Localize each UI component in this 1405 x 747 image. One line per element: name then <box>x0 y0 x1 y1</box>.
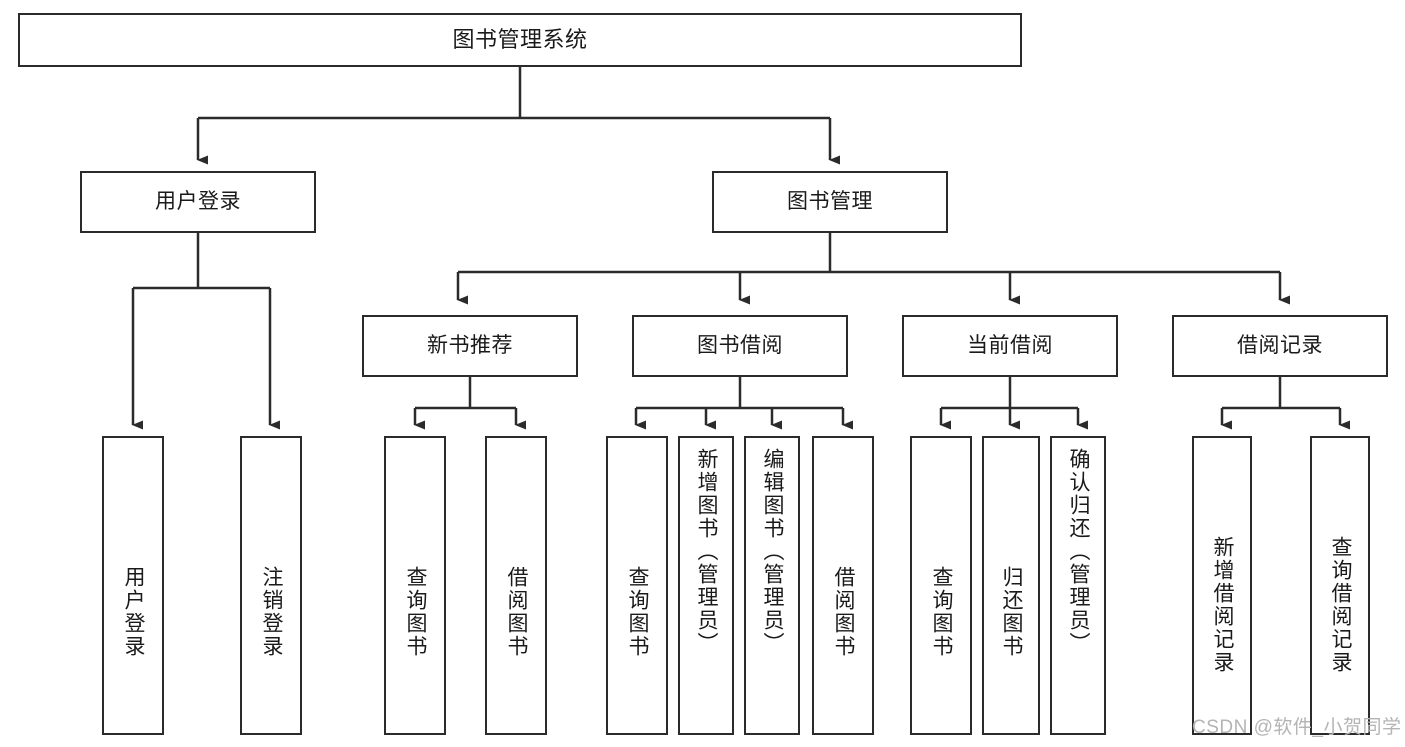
node-label: 当前借阅 <box>967 333 1053 357</box>
leaf-query-book-recommend[interactable]: 查询图书 <box>384 436 446 735</box>
node-label: 图书管理 <box>787 189 873 213</box>
leaf-user-login[interactable]: 用户登录 <box>102 436 164 735</box>
node-book-borrow[interactable]: 图书借阅 <box>632 315 848 377</box>
csdn-watermark: CSDN @软件_小贺同学 <box>1192 717 1402 738</box>
node-label: 借阅图书 <box>832 566 856 658</box>
leaf-query-book-borrow[interactable]: 查询图书 <box>606 436 668 735</box>
node-label: 查询借阅记录 <box>1329 536 1353 674</box>
leaf-add-borrow-record[interactable]: 新增借阅记录 <box>1192 436 1252 735</box>
leaf-confirm-return-admin[interactable]: 确认归还（管理员） <box>1050 436 1106 735</box>
leaf-query-borrow-record[interactable]: 查询借阅记录 <box>1310 436 1370 735</box>
node-label: 用户登录 <box>122 566 146 658</box>
node-label: 查询图书 <box>404 566 428 658</box>
node-new-book-recommend[interactable]: 新书推荐 <box>362 315 578 377</box>
node-label: 确认归还（管理员） <box>1067 448 1091 655</box>
leaf-return-book[interactable]: 归还图书 <box>982 436 1040 735</box>
node-label: 图书管理系统 <box>452 27 588 53</box>
node-label: 借阅记录 <box>1237 333 1323 357</box>
node-user-login[interactable]: 用户登录 <box>80 171 316 233</box>
node-label: 编辑图书（管理员） <box>761 448 785 655</box>
node-borrow-record[interactable]: 借阅记录 <box>1172 315 1388 377</box>
node-label: 借阅图书 <box>505 566 529 658</box>
node-label: 查询图书 <box>930 566 954 658</box>
leaf-borrow-book-recommend[interactable]: 借阅图书 <box>485 436 547 735</box>
leaf-borrow-book[interactable]: 借阅图书 <box>812 436 874 735</box>
node-label: 注销登录 <box>260 566 284 658</box>
node-current-borrow[interactable]: 当前借阅 <box>902 315 1118 377</box>
leaf-logout[interactable]: 注销登录 <box>240 436 302 735</box>
node-label: 图书借阅 <box>697 333 783 357</box>
node-label: 查询图书 <box>626 566 650 658</box>
node-label: 新书推荐 <box>427 333 513 357</box>
node-label: 新增图书（管理员） <box>695 448 719 655</box>
node-label: 用户登录 <box>155 189 241 213</box>
leaf-edit-book-admin[interactable]: 编辑图书（管理员） <box>744 436 800 735</box>
node-label: 归还图书 <box>1000 566 1024 658</box>
node-book-management-system[interactable]: 图书管理系统 <box>18 13 1022 67</box>
node-label: 新增借阅记录 <box>1211 536 1235 674</box>
leaf-add-book-admin[interactable]: 新增图书（管理员） <box>678 436 734 735</box>
leaf-query-book-current[interactable]: 查询图书 <box>910 436 972 735</box>
node-book-management[interactable]: 图书管理 <box>712 171 948 233</box>
